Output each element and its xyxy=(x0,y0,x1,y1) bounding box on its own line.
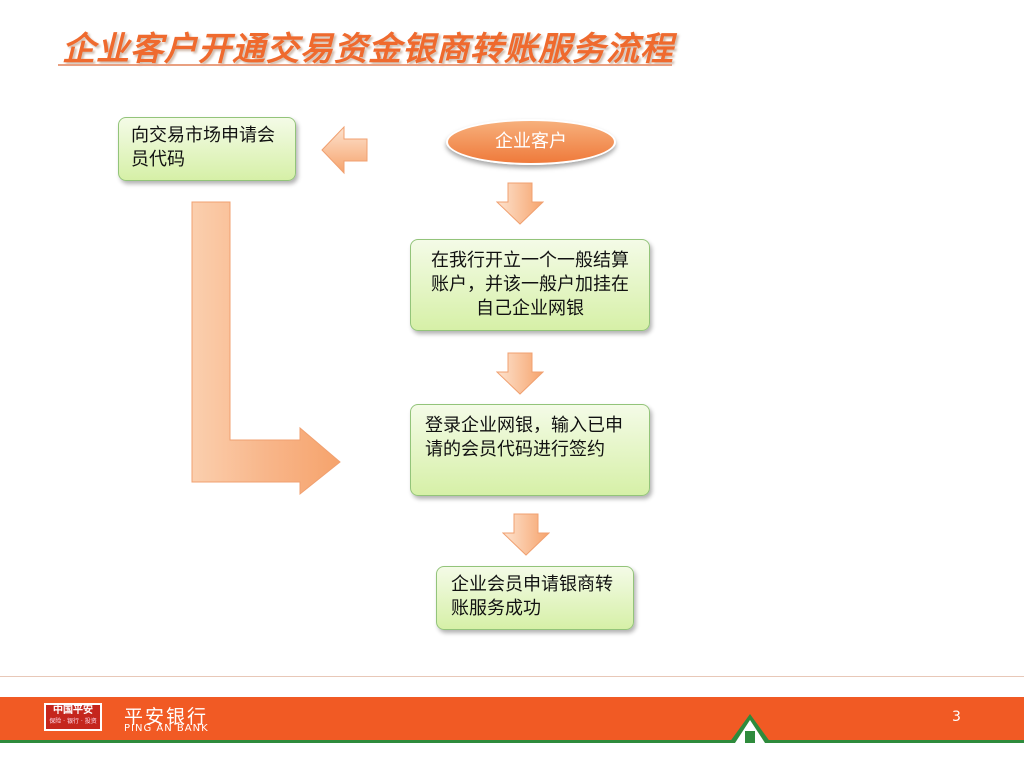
bank-name-en: PING AN BANK xyxy=(124,723,209,734)
house-icon xyxy=(729,714,771,743)
footer-bar xyxy=(0,697,1024,743)
down-arrow-3 xyxy=(502,513,550,556)
node-service-success: 企业会员申请银商转账服务成功 xyxy=(436,566,634,630)
left-arrow xyxy=(321,125,368,175)
down-arrow-1 xyxy=(496,182,544,225)
logo-text: 中国平安 xyxy=(53,705,93,716)
footer-stripe xyxy=(0,740,1024,743)
node-open-account: 在我行开立一个一般结算账户，并该一般户加挂在自己企业网银 xyxy=(410,239,650,331)
footer-divider xyxy=(0,676,1024,677)
bank-name-cn: 平安银行 xyxy=(124,706,209,728)
title-underline xyxy=(58,64,672,66)
start-node-enterprise-customer: 企业客户 xyxy=(446,119,616,165)
logo-subtext: 保险 · 银行 · 投资 xyxy=(49,718,97,725)
down-arrow-2 xyxy=(496,352,544,395)
slide-title: 企业客户开通交易资金银商转账服务流程 xyxy=(62,29,674,68)
ping-an-logo: 中国平安 保险 · 银行 · 投资 xyxy=(44,703,102,731)
l-shaped-arrow xyxy=(191,201,341,496)
node-apply-member-code: 向交易市场申请会员代码 xyxy=(118,117,296,181)
page-number: 3 xyxy=(952,709,961,725)
node-sign-up: 登录企业网银，输入已申请的会员代码进行签约 xyxy=(410,404,650,496)
